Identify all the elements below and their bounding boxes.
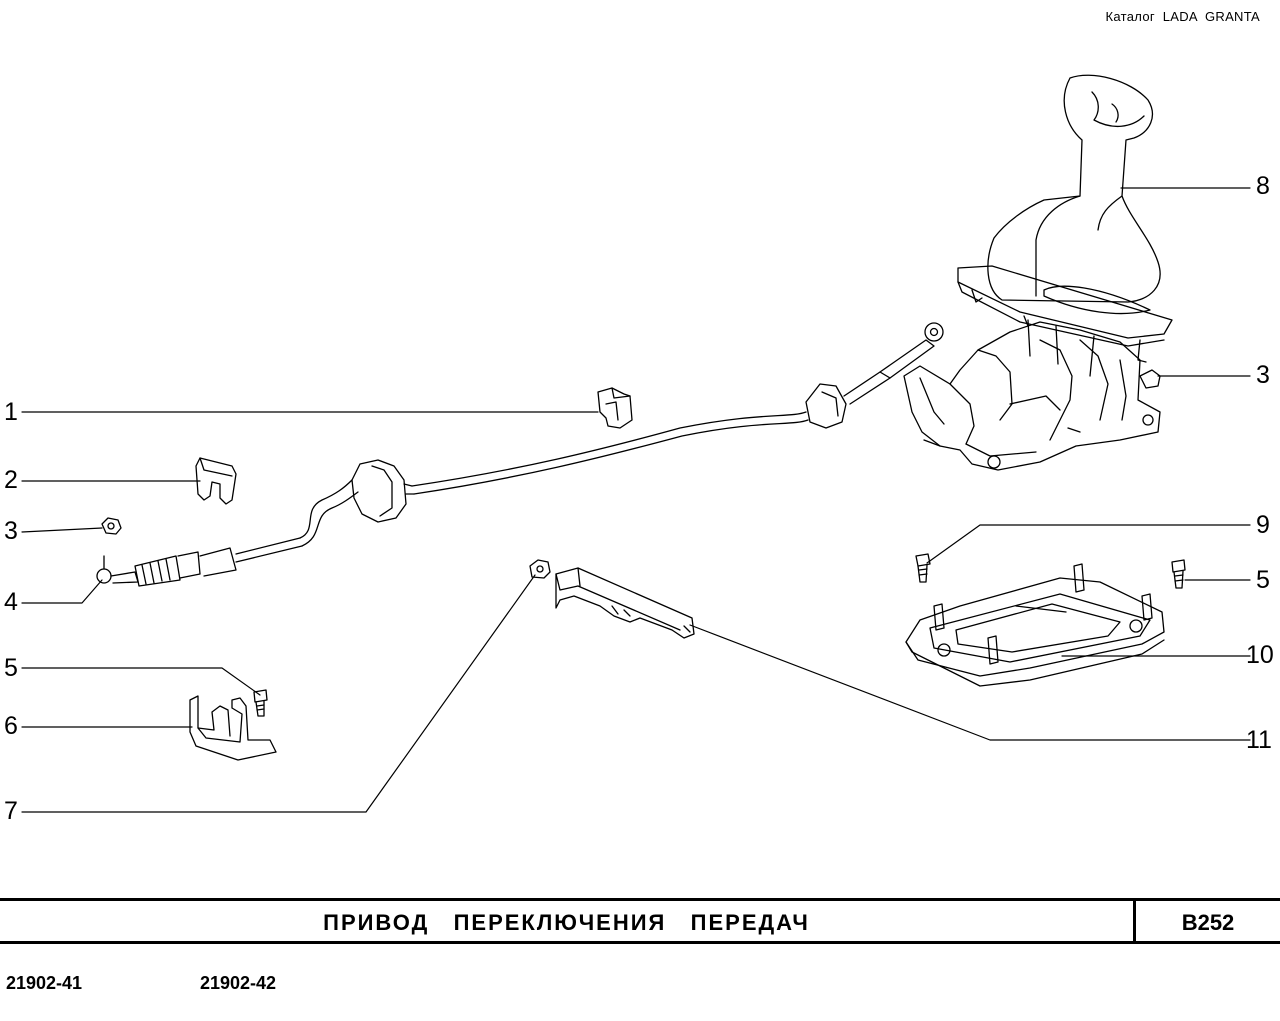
part-fork-clip-2	[195, 457, 237, 505]
part-bracket-6	[189, 695, 277, 761]
model-number-2: 21902-42	[200, 973, 277, 993]
catalog-label: Каталог LADA GRANTA	[1105, 9, 1260, 24]
callout-7: 7	[4, 797, 18, 825]
parts-diagram	[21, 74, 1251, 813]
shift-cable	[96, 322, 944, 587]
page-title: ПРИВОД ПЕРЕКЛЮЧЕНИЯ ПЕРЕДАЧ	[323, 910, 810, 935]
part-rail-11	[555, 567, 695, 639]
part-bolt-9	[915, 553, 931, 583]
part-clip-1	[597, 387, 633, 429]
model-number-1: 21902-41	[6, 973, 83, 993]
callout-4: 4	[4, 588, 18, 616]
title-divider	[1133, 901, 1136, 941]
callout-5-left: 5	[4, 654, 18, 682]
callout-9: 9	[1256, 511, 1270, 539]
part-shift-lever-8	[987, 74, 1161, 303]
callout-2: 2	[4, 466, 18, 494]
part-bolt-5-right	[1171, 559, 1186, 589]
page-code: B252	[1181, 910, 1235, 935]
callout-8: 8	[1256, 172, 1270, 200]
callout-3-left: 3	[4, 517, 18, 545]
callout-1: 1	[4, 398, 18, 426]
part-nut-3	[101, 517, 122, 535]
callout-6: 6	[4, 712, 18, 740]
part-nut-7	[529, 559, 551, 579]
part-shifter-housing-3	[903, 265, 1173, 471]
part-bolt-5-left	[253, 689, 268, 717]
part-base-plate-10	[905, 563, 1165, 687]
callout-5-right: 5	[1256, 566, 1270, 594]
leader-lines	[21, 187, 1251, 813]
callout-10: 10	[1246, 641, 1274, 669]
callout-11: 11	[1246, 726, 1272, 754]
callout-3-right: 3	[1256, 361, 1270, 389]
title-block: ПРИВОД ПЕРЕКЛЮЧЕНИЯ ПЕРЕДАЧ B252	[0, 898, 1280, 944]
